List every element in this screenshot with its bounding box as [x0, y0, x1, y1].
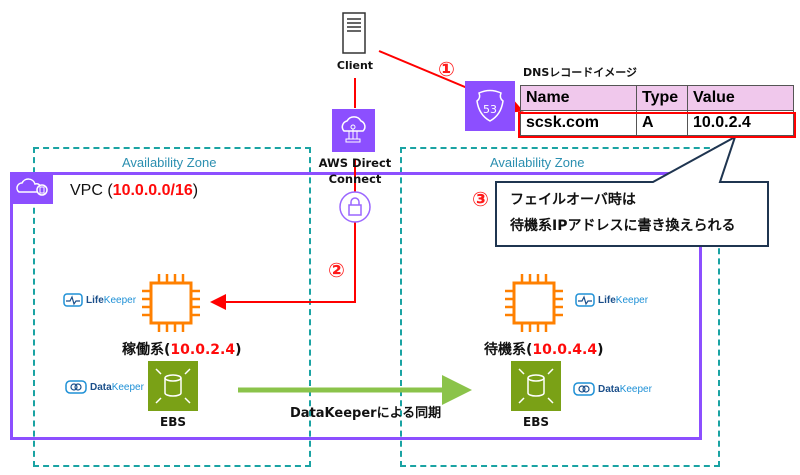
primary-ip: 10.0.2.4 [170, 342, 236, 358]
header-name: Name [520, 85, 637, 111]
callout-bubble [495, 134, 769, 247]
az-right-label: Availability Zone [490, 155, 585, 170]
direct-connect-label: AWS Direct Connect [318, 156, 392, 186]
ec2-standby-icon [501, 270, 567, 340]
client-label: Client [336, 59, 374, 72]
lifekeeper-icon [63, 293, 83, 307]
dns-row-highlight [518, 112, 796, 138]
ebs-primary-label: EBS [160, 415, 186, 429]
ebs-standby-icon [511, 361, 561, 411]
route53-icon: 53 [465, 81, 515, 131]
cell-type: A [636, 110, 688, 136]
lifekeeper-icon [575, 293, 595, 307]
step-3-marker: ③ [472, 187, 489, 211]
dns-record-table: Name Type Value scsk.com A 10.0.2.4 [520, 85, 794, 136]
cell-name: scsk.com [520, 110, 637, 136]
sync-label: DataKeeperによる同期 [290, 406, 442, 421]
primary-label: 稼働系(10.0.2.4) [122, 342, 242, 358]
vpc-cidr: 10.0.0.0/16 [112, 182, 193, 199]
availability-zone-left [33, 147, 311, 467]
direct-connect-icon [332, 109, 375, 152]
callout-text: フェイルオーバ時は 待機系IPアドレスに書き換えられる [510, 192, 736, 234]
vpc-label: VPC (10.0.0.0/16) [70, 182, 199, 199]
server-icon [342, 12, 366, 58]
dns-table-title: DNSレコードイメージ [523, 66, 638, 79]
ebs-standby-label: EBS [523, 415, 549, 429]
step-1-marker: ① [438, 57, 455, 81]
datakeeper-icon [573, 382, 595, 396]
az-left-label: Availability Zone [122, 155, 217, 170]
ec2-primary-icon [138, 270, 204, 340]
dns-table-header: Name Type Value [520, 85, 794, 111]
standby-label: 待機系(10.0.4.4) [484, 342, 604, 358]
step-2-marker: ② [328, 258, 345, 282]
header-value: Value [687, 85, 794, 111]
lock-icon [338, 190, 372, 228]
dns-table-row: scsk.com A 10.0.2.4 [520, 110, 794, 136]
cell-value: 10.0.2.4 [687, 110, 794, 136]
ebs-primary-icon [148, 361, 198, 411]
standby-ip: 10.0.4.4 [532, 342, 598, 358]
header-type: Type [636, 85, 688, 111]
route53-badge: 53 [483, 103, 497, 116]
availability-zone-right [400, 147, 720, 467]
datakeeper-icon [65, 380, 87, 394]
vpc-icon [10, 172, 53, 204]
